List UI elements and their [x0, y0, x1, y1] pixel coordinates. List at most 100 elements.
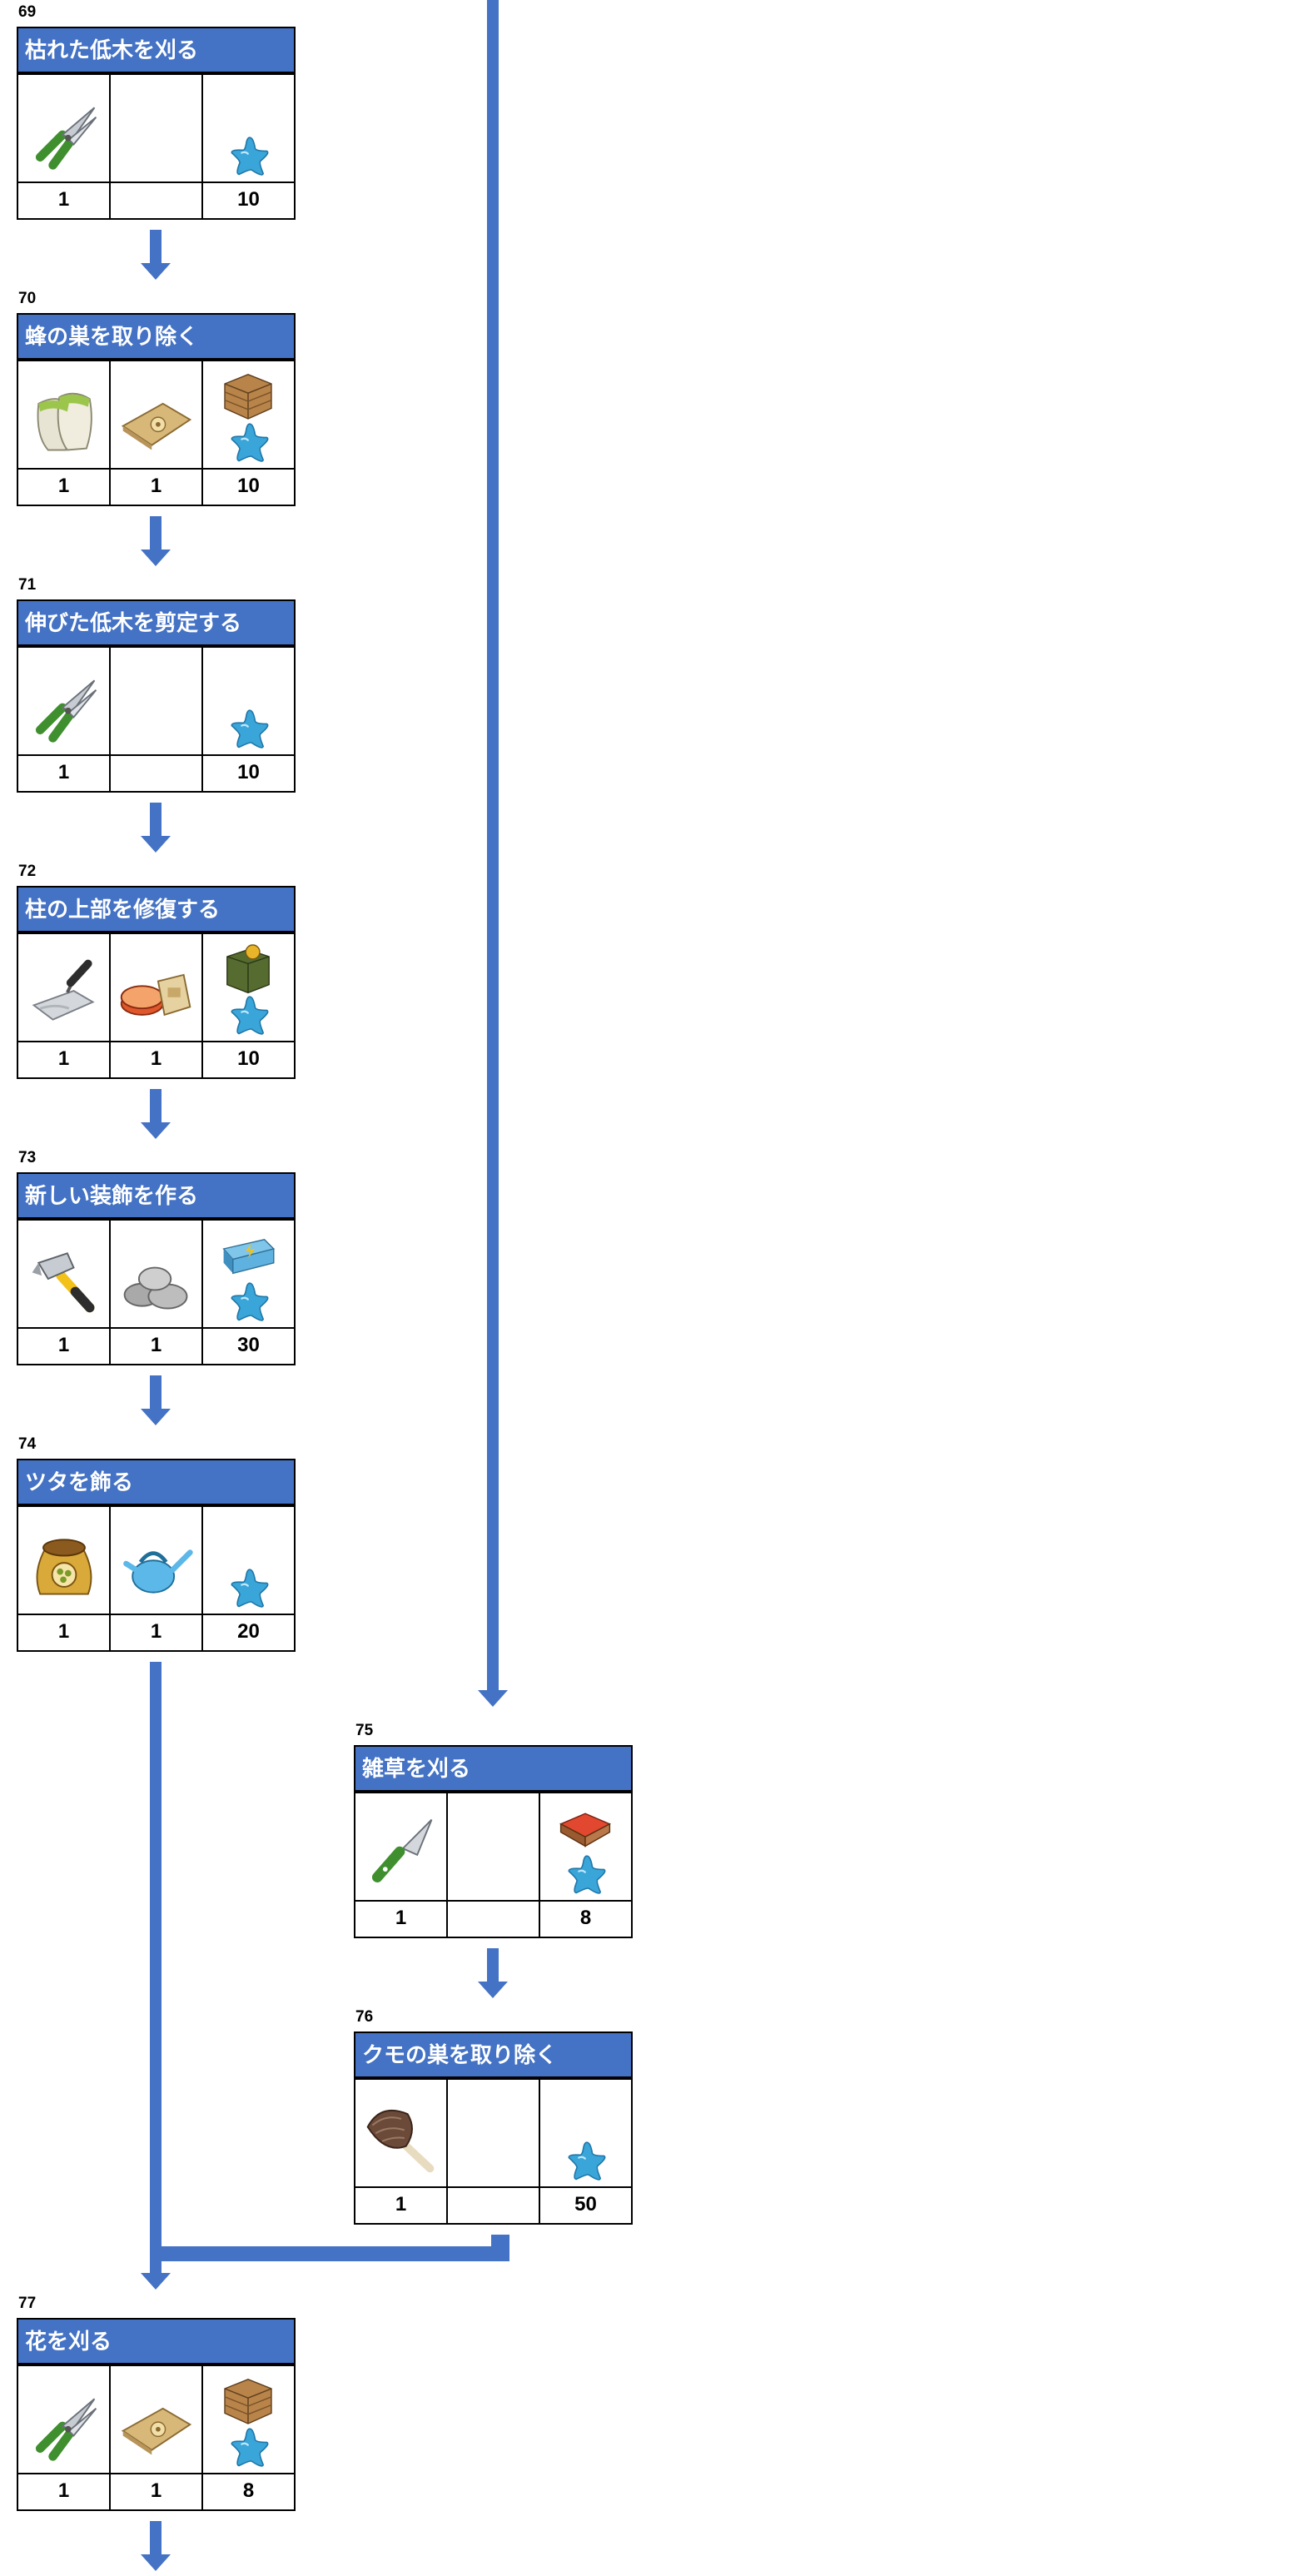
sack-icon: [117, 2385, 196, 2464]
reward-cell: [203, 646, 296, 754]
pruning-shears-icon: [24, 2385, 104, 2464]
task-number: 75: [355, 1722, 374, 1739]
item-count: 1: [111, 1614, 203, 1650]
star-icon: [227, 421, 272, 466]
item-cell: [111, 2365, 203, 2473]
star-count: 50: [540, 2186, 633, 2223]
star-count: 30: [203, 1327, 296, 1364]
task-number: 76: [355, 2008, 374, 2026]
stones-icon: [117, 1239, 196, 1319]
flow-arrow: [139, 2521, 172, 2571]
flow-arrow: [139, 1089, 172, 1139]
wooden-crate-icon: [219, 2371, 277, 2429]
item-cell: [111, 932, 203, 1041]
flow-arrow: [139, 1375, 172, 1425]
flow-arrow: [139, 230, 172, 280]
item-count: [448, 2186, 540, 2223]
item-cell: [355, 1792, 448, 1900]
star-count: 10: [203, 754, 296, 791]
star-count: 20: [203, 1614, 296, 1650]
item-count: 1: [355, 2186, 448, 2223]
item-count: [111, 754, 203, 791]
task-grid: 1 10: [17, 73, 296, 220]
item-count: 1: [355, 1900, 448, 1937]
task-title: 花を刈る: [17, 2318, 296, 2365]
item-count: 1: [18, 2473, 111, 2509]
task-number: 73: [18, 1149, 37, 1166]
task-title: 蜂の巣を取り除く: [17, 313, 296, 360]
task-title: 柱の上部を修復する: [17, 886, 296, 932]
trowel-icon: [24, 952, 104, 1032]
reward-cell: [203, 2365, 296, 2473]
task-number: 71: [18, 576, 37, 594]
task-card: 76 クモの巣を取り除く 1 50: [354, 2008, 633, 2225]
item-count: 1: [18, 468, 111, 505]
cement-bags-icon: [117, 952, 196, 1032]
item-cell: [355, 2078, 448, 2186]
item-count: 1: [18, 182, 111, 218]
item-cell: [111, 73, 203, 182]
star-count: 10: [203, 468, 296, 505]
reward-cell: [203, 1219, 296, 1327]
star-icon: [227, 135, 272, 180]
star-icon: [564, 1853, 609, 1898]
pruning-shears-icon: [24, 666, 104, 746]
task-card: 71 伸びた低木を剪定する 1 10: [17, 576, 296, 793]
star-icon: [227, 708, 272, 753]
star-count: 10: [203, 182, 296, 218]
task-title: ツタを飾る: [17, 1459, 296, 1505]
task-number: 70: [18, 290, 37, 307]
task-number: 72: [18, 863, 37, 880]
item-cell: [448, 1792, 540, 1900]
item-cell: [111, 646, 203, 754]
item-cell: [111, 1505, 203, 1614]
task-grid: 1 50: [354, 2078, 633, 2225]
item-cell: [18, 1219, 111, 1327]
item-count: 1: [111, 1041, 203, 1077]
flow-connector: [150, 2246, 509, 2261]
item-cell: [18, 1505, 111, 1614]
blue-toolbox-icon: [219, 1226, 277, 1284]
item-count: 1: [18, 1614, 111, 1650]
star-icon: [227, 994, 272, 1039]
item-count: [448, 1900, 540, 1937]
reward-cell: [203, 932, 296, 1041]
task-grid: 1 10: [17, 646, 296, 793]
reward-cell: [540, 2078, 633, 2186]
item-cell: [18, 360, 111, 468]
reward-cell: [203, 1505, 296, 1614]
task-number: 77: [18, 2295, 37, 2312]
feather-duster-icon: [361, 2098, 441, 2178]
red-crate-icon: [556, 1798, 614, 1857]
task-title: 伸びた低木を剪定する: [17, 599, 296, 646]
star-count: 8: [203, 2473, 296, 2509]
watering-can-icon: [117, 1525, 196, 1605]
item-count: 1: [18, 754, 111, 791]
knife-icon: [361, 1812, 441, 1892]
flow-arrow: [139, 516, 172, 566]
pruning-shears-icon: [24, 93, 104, 173]
reward-cell: [540, 1792, 633, 1900]
task-number: 74: [18, 1435, 37, 1453]
task-title: クモの巣を取り除く: [354, 2031, 633, 2078]
item-cell: [111, 360, 203, 468]
flow-arrow: [476, 0, 509, 1707]
flow-arrow: [139, 1662, 172, 2290]
item-cell: [448, 2078, 540, 2186]
flow-arrow: [139, 803, 172, 853]
item-count: 1: [18, 1041, 111, 1077]
task-title: 枯れた低木を刈る: [17, 27, 296, 73]
star-icon: [227, 2426, 272, 2471]
star-count: 10: [203, 1041, 296, 1077]
